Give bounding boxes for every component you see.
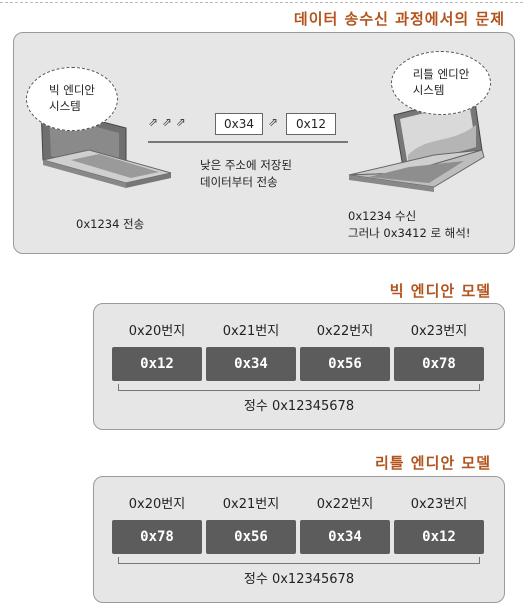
memory-cell: 0x12 xyxy=(394,520,484,554)
address-label: 0x22번지 xyxy=(316,324,374,339)
bubble-line: 시스템 xyxy=(49,99,81,113)
note-line: 데이터부터 전송 xyxy=(200,174,278,189)
transfer-note: 낮은 주소에 저장된 데이터부터 전송 xyxy=(200,157,292,190)
bracket xyxy=(118,557,480,564)
transfer-panel: 빅 엔디안 시스템 리틀 엔디안 시스템 ⇗ ⇗ ⇗ 0x34 ⇗ 0x12 낮… xyxy=(13,32,515,254)
caption-line: 0x1234 수신 xyxy=(348,209,417,223)
big-endian-panel: 0x20번지 0x21번지 0x22번지 0x23번지 0x12 0x34 0x… xyxy=(93,303,505,430)
address-header-row: 0x20번지 0x21번지 0x22번지 0x23번지 xyxy=(112,320,484,339)
bubble-line: 시스템 xyxy=(412,83,445,97)
top-dashed-rule xyxy=(0,2,523,3)
memory-cell: 0x78 xyxy=(112,520,202,554)
memory-cell: 0x56 xyxy=(206,520,296,554)
bubble-line: 리틀 엔디안 xyxy=(412,67,470,82)
memory-cell-row: 0x12 0x34 0x56 0x78 xyxy=(112,347,484,381)
address-label: 0x20번지 xyxy=(128,497,186,512)
address-label: 0x20번지 xyxy=(128,324,186,339)
memory-cell: 0x34 xyxy=(300,520,390,554)
big-endian-title: 빅 엔디안 모델 xyxy=(389,282,491,300)
integer-label: 정수 0x12345678 xyxy=(243,399,355,414)
chevron-arrows-icon: ⇗ ⇗ ⇗ xyxy=(148,115,186,129)
integer-label: 정수 0x12345678 xyxy=(243,572,355,587)
byte-chip-second: 0x12 xyxy=(286,113,336,135)
bracket xyxy=(118,384,480,391)
sent-caption: 0x1234 전송 xyxy=(76,217,145,231)
little-endian-title: 리틀 엔디안 모델 xyxy=(374,454,491,472)
memory-cell: 0x12 xyxy=(112,347,202,381)
big-endian-system-bubble: 빅 엔디안 시스템 xyxy=(26,67,118,131)
little-endian-system-bubble: 리틀 엔디안 시스템 xyxy=(391,51,491,115)
address-label: 0x23번지 xyxy=(410,497,468,512)
address-label: 0x21번지 xyxy=(222,497,280,512)
memory-cell: 0x56 xyxy=(300,347,390,381)
memory-cell-row: 0x78 0x56 0x34 0x12 xyxy=(112,520,484,554)
address-label: 0x21번지 xyxy=(222,324,280,339)
bubble-line: 빅 엔디안 xyxy=(49,83,95,98)
right-laptop-icon xyxy=(348,95,485,192)
byte-chip-first: 0x34 xyxy=(215,113,263,135)
caption-line: 그러나 0x3412 로 해석! xyxy=(348,225,471,240)
address-label: 0x23번지 xyxy=(410,324,468,339)
transfer-section-title: 데이터 송수신 과정에서의 문제 xyxy=(293,10,505,28)
memory-cell: 0x78 xyxy=(394,347,484,381)
memory-cell: 0x34 xyxy=(206,347,296,381)
note-line: 낮은 주소에 저장된 xyxy=(200,158,292,172)
transfer-arrow-line xyxy=(148,141,348,143)
received-caption: 0x1234 수신 그러나 0x3412 로 해석! xyxy=(348,208,470,241)
address-header-row: 0x20번지 0x21번지 0x22번지 0x23번지 xyxy=(112,493,484,512)
little-endian-panel: 0x20번지 0x21번지 0x22번지 0x23번지 0x78 0x56 0x… xyxy=(93,476,505,603)
chevron-arrow-icon: ⇗ xyxy=(268,115,279,129)
address-label: 0x22번지 xyxy=(316,497,374,512)
